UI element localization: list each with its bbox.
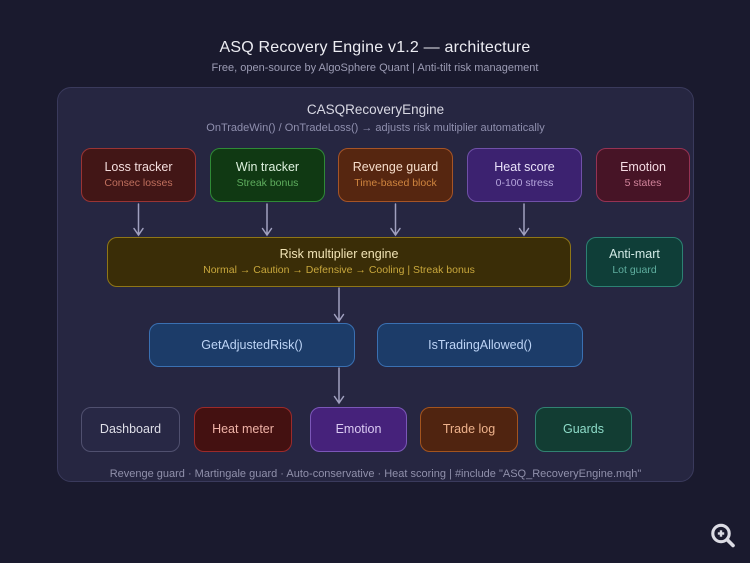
node-title: Emotion — [620, 160, 666, 175]
node-title: IsTradingAllowed() — [428, 337, 532, 352]
node-revenge-guard: Revenge guard Time-based block — [338, 148, 453, 202]
node-title: Guards — [563, 422, 604, 437]
node-title: Loss tracker — [104, 160, 173, 175]
node-title: Heat meter — [212, 422, 274, 437]
node-emotion-state: Emotion 5 states — [596, 148, 690, 202]
page-title: ASQ Recovery Engine v1.2 — architecture — [219, 39, 531, 56]
node-subtitle: 5 states — [624, 177, 662, 190]
node-subtitle: Time-based block — [354, 177, 437, 190]
node-title: GetAdjustedRisk() — [201, 337, 303, 352]
node-dashboard: Dashboard — [81, 407, 180, 452]
node-title: Trade log — [442, 422, 496, 437]
node-heat-score: Heat score 0-100 stress — [467, 148, 582, 202]
node-title: Heat score — [494, 160, 555, 175]
engine-class-subtitle: OnTradeWin() / OnTradeLoss() → adjusts r… — [206, 122, 545, 134]
node-is-trading-allowed: IsTradingAllowed() — [377, 323, 583, 367]
node-title: Risk multiplier engine — [279, 247, 399, 262]
node-subtitle: Streak bonus — [236, 177, 299, 190]
zoom-in-button[interactable] — [704, 517, 742, 555]
node-trade-log: Trade log — [420, 407, 518, 452]
engine-footer-note: Revenge guard · Martingale guard · Auto-… — [109, 468, 642, 480]
node-subtitle: Consec losses — [104, 177, 173, 190]
node-get-adjusted-risk: GetAdjustedRisk() — [149, 323, 355, 367]
node-title: Anti-mart — [609, 247, 660, 262]
node-loss-tracker: Loss tracker Consec losses — [81, 148, 196, 202]
engine-class-title: CASQRecoveryEngine — [306, 102, 445, 117]
node-subtitle: Lot guard — [612, 264, 657, 277]
node-subtitle: 0-100 stress — [495, 177, 554, 190]
node-title: Emotion — [335, 422, 382, 437]
node-emotion-panel: Emotion — [310, 407, 407, 452]
zoom-in-icon — [711, 523, 735, 548]
node-subtitle: Normal → Caution → Defensive → Cooling |… — [203, 264, 475, 277]
node-win-tracker: Win tracker Streak bonus — [210, 148, 325, 202]
node-heat-meter: Heat meter — [194, 407, 292, 452]
node-title: Revenge guard — [352, 160, 439, 175]
page-subtitle: Free, open-source by AlgoSphere Quant | … — [211, 62, 539, 74]
node-guards: Guards — [535, 407, 632, 452]
node-title: Win tracker — [235, 160, 300, 175]
node-anti-martingale: Anti-mart Lot guard — [586, 237, 683, 287]
node-title: Dashboard — [99, 422, 162, 437]
node-risk-multiplier-engine: Risk multiplier engine Normal → Caution … — [107, 237, 571, 287]
